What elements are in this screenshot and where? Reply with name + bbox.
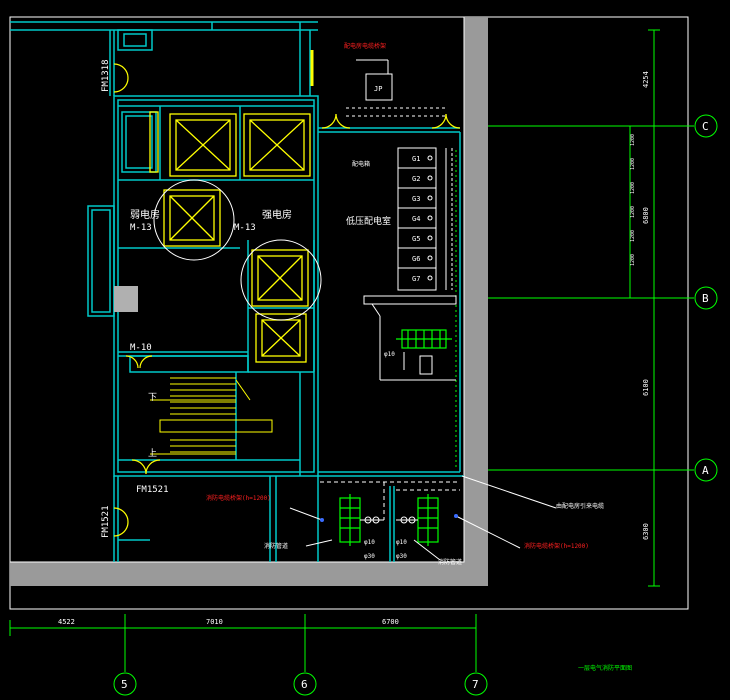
distribution-area bbox=[346, 59, 457, 381]
highlight-circle-strong-room bbox=[240, 239, 322, 321]
door-label-m10: M-10 bbox=[130, 343, 152, 353]
small-dim-1: 1200 bbox=[630, 158, 636, 170]
pipe-node-left bbox=[320, 518, 324, 522]
drawing-title: 一层电气消防平面图 bbox=[578, 664, 632, 672]
panel-connector-g5 bbox=[427, 235, 433, 241]
grid-axis-a: A bbox=[702, 464, 709, 477]
grid-axis-c: C bbox=[702, 120, 709, 133]
door-label-fm1521-side: FM1521 bbox=[101, 505, 111, 538]
grid-lines bbox=[9, 29, 694, 672]
small-dim-3: 1200 bbox=[630, 206, 636, 218]
panel-label-g6: G6 bbox=[412, 255, 420, 263]
annotation-pipe-right: 消防管道 bbox=[438, 558, 462, 566]
highlight-circle-weak-room bbox=[153, 179, 235, 261]
riser-equipment bbox=[339, 329, 452, 546]
core-walls bbox=[10, 21, 464, 562]
door-label-m13-left: M-13 bbox=[130, 223, 152, 233]
small-dim-2: 1200 bbox=[630, 182, 636, 194]
panel-label-g2: G2 bbox=[412, 175, 420, 183]
dim-right-4: 6300 bbox=[642, 523, 650, 540]
door-swings bbox=[113, 50, 461, 537]
staircase bbox=[150, 377, 273, 455]
piping bbox=[289, 475, 557, 561]
riser-label: φ10 bbox=[384, 351, 395, 358]
elevator-shafts bbox=[149, 111, 311, 363]
fitting-left-top: φ10 bbox=[364, 539, 375, 546]
panel-label-g3: G3 bbox=[412, 195, 420, 203]
drawing-frame bbox=[9, 16, 689, 610]
slab-outline bbox=[10, 17, 465, 563]
right-wall-slab bbox=[464, 17, 488, 585]
annotation-pipe-left: 消防管道 bbox=[264, 542, 288, 550]
annotation-right-red: 消防电缆桥架(h=1200) bbox=[524, 542, 589, 550]
panel-label-g5: G5 bbox=[412, 235, 420, 243]
dim-right-1: 4254 bbox=[642, 71, 650, 88]
panel-connector-g4 bbox=[427, 215, 433, 221]
panel-column bbox=[397, 147, 457, 470]
fitting-right-top: φ10 bbox=[396, 539, 407, 546]
panel-connector-g2 bbox=[427, 175, 433, 181]
fitting-left-bottom: φ30 bbox=[364, 553, 375, 560]
bottom-wall-slab bbox=[10, 562, 488, 586]
panel-connector-g1 bbox=[427, 155, 433, 161]
grid-axis-b: B bbox=[702, 292, 709, 305]
room-label-strong-current: 强电房 bbox=[262, 208, 292, 221]
panel-label-g4: G4 bbox=[412, 215, 420, 223]
grid-axis-7: 7 bbox=[472, 678, 479, 691]
door-label-fm1318: FM1318 bbox=[101, 59, 111, 92]
annotation-cable-route: 由配电房引来电缆 bbox=[556, 502, 604, 510]
dim-bottom-3: 6700 bbox=[382, 618, 399, 626]
grid-axis-5: 5 bbox=[121, 678, 128, 691]
junction-box-label: JP bbox=[374, 85, 382, 93]
room-label-weak-current: 弱电房 bbox=[130, 208, 160, 221]
right-room-label: 低压配电室 bbox=[346, 215, 391, 227]
panel-connector-g3 bbox=[427, 195, 433, 201]
small-dim-4: 1200 bbox=[630, 230, 636, 242]
door-label-m13-right: M-13 bbox=[234, 223, 256, 233]
column-block bbox=[114, 286, 138, 312]
panel-group-label: 配电箱 bbox=[352, 160, 370, 168]
fitting-right-bottom: φ30 bbox=[396, 553, 407, 560]
panel-label-g7: G7 bbox=[412, 275, 420, 283]
dim-right-3: 6100 bbox=[642, 379, 650, 396]
grid-axis-6: 6 bbox=[301, 678, 308, 691]
annotation-left-red: 消防电缆桥架(h=1200) bbox=[206, 494, 271, 502]
stair-label-down: 下 bbox=[148, 393, 157, 403]
small-dim-5: 1200 bbox=[630, 254, 636, 266]
panel-label-g1: G1 bbox=[412, 155, 420, 163]
panel-connector-g6 bbox=[427, 255, 433, 261]
annotation-top-red: 配电房电缆桥架 bbox=[344, 42, 386, 50]
grid-bubbles bbox=[113, 114, 718, 696]
dim-bottom-2: 7010 bbox=[206, 618, 223, 626]
panel-connector-g7 bbox=[427, 275, 433, 281]
stair-label-up: 上 bbox=[148, 448, 157, 459]
small-dimension-ticks: 1200 1200 1200 1200 1200 1200 bbox=[630, 134, 636, 266]
dim-right-2: 6800 bbox=[642, 207, 650, 224]
dim-bottom-1: 4522 bbox=[58, 618, 75, 626]
pipe-node-right bbox=[454, 514, 458, 518]
door-label-fm1521-bottom: FM1521 bbox=[136, 485, 169, 495]
small-dim-0: 1200 bbox=[630, 134, 636, 146]
